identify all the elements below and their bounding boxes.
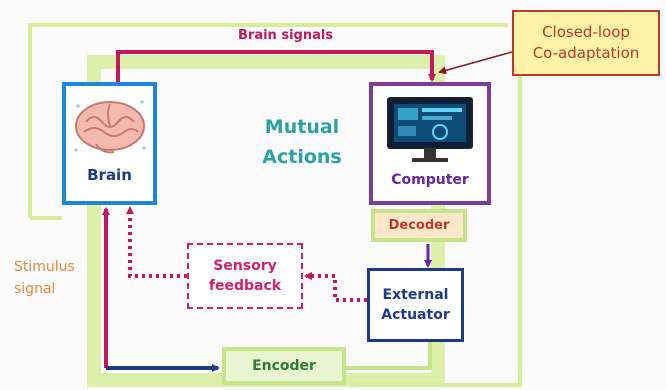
closed-loop-callout: Closed-loop Co-adaptation [512, 10, 660, 76]
brain-icon [74, 100, 145, 154]
feedback-dotted-arrow [304, 272, 367, 302]
decoder-label: Decoder [388, 218, 450, 233]
outer-loop-line [28, 23, 508, 218]
brain-node: Brain [62, 82, 157, 205]
computer-node: Computer [369, 82, 491, 205]
encoder-label: Encoder [252, 358, 316, 374]
stimulus-signal-label: Stimulus signal [14, 259, 75, 297]
callout-line-2: Co-adaptation [532, 44, 640, 62]
external-actuator-node: External Actuator [367, 268, 464, 342]
actuator-to-encoder-line [346, 342, 432, 370]
computer-label: Computer [391, 172, 469, 188]
mutual-actions-label: Mutual Actions [262, 116, 342, 168]
callout-pointer [438, 51, 513, 75]
sensory-feedback-label: Sensory feedback [208, 258, 282, 294]
sensory-feedback-node: Sensory feedback [187, 243, 303, 309]
encoder-node: Encoder [222, 347, 346, 385]
brain-signals-label: Brain signals [238, 28, 334, 43]
external-actuator-label: External Actuator [381, 287, 450, 323]
brain-signals-arrow [116, 50, 436, 82]
monitor-icon [387, 97, 473, 162]
callout-line-1: Closed-loop [542, 23, 630, 41]
brain-label: Brain [87, 166, 132, 184]
decoder-node: Decoder [371, 209, 467, 242]
sensory-to-brain-arrow [126, 206, 187, 278]
